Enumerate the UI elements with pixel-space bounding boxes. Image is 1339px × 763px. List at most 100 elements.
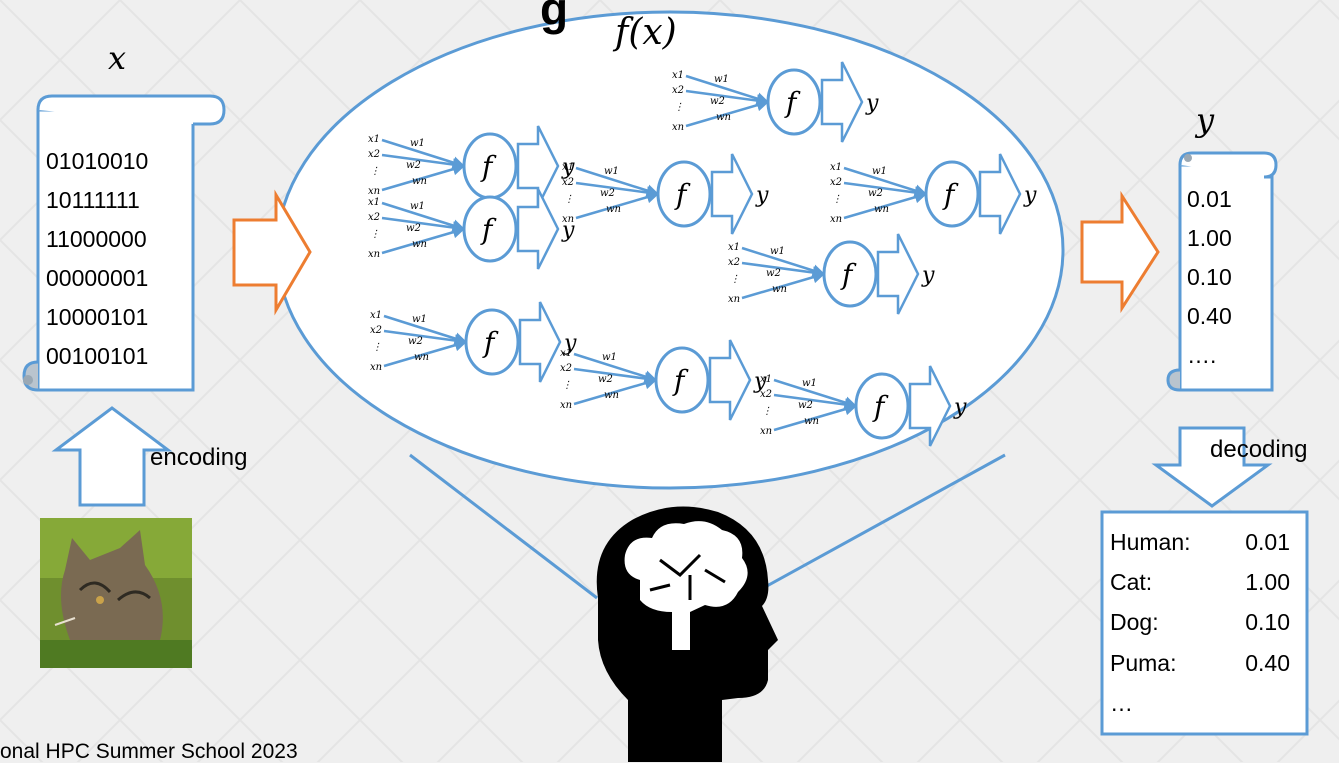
class-name: … — [1110, 690, 1133, 716]
weight-w2: w2 — [406, 160, 421, 171]
class-score: 0.10 — [1245, 609, 1290, 635]
input-bit-row: 10111111 — [46, 187, 140, 213]
input-bit-row: 00000001 — [46, 265, 149, 291]
input-dots: ⋮ — [832, 194, 842, 205]
weight-edge — [383, 314, 468, 345]
input-xn: xn — [560, 400, 572, 411]
weight-w1: w1 — [770, 246, 785, 257]
weight-w2: w2 — [710, 96, 725, 107]
output-y: y — [953, 395, 967, 420]
input-x2: x2 — [728, 257, 740, 268]
input-arrow — [232, 189, 312, 316]
input-x2: x2 — [760, 389, 772, 400]
weight-wn: wn — [804, 416, 819, 427]
weight-w2: w2 — [406, 223, 421, 234]
activation-node — [656, 160, 712, 228]
cat-photo — [40, 518, 192, 668]
weight-edge — [685, 74, 770, 105]
output-arrow-shape — [908, 365, 952, 447]
output-y: y — [561, 218, 575, 243]
class-name: Dog: — [1110, 609, 1159, 635]
weight-w2: w2 — [408, 336, 423, 347]
input-xn: xn — [562, 214, 574, 225]
output-arrow-shape — [710, 153, 754, 235]
input-bit-row: 01010010 — [46, 148, 149, 174]
encoding-label: encoding — [150, 444, 248, 471]
output-value: …. — [1187, 342, 1217, 368]
output-value: 0.01 — [1187, 186, 1232, 212]
input-xn: xn — [370, 362, 382, 373]
output-scroll — [1166, 151, 1278, 392]
weight-edge — [741, 261, 826, 279]
input-bit-row: 11000000 — [46, 226, 147, 252]
input-x2: x2 — [368, 149, 380, 160]
class-name: Puma: — [1110, 650, 1177, 676]
weight-w1: w1 — [410, 138, 425, 149]
weight-edge — [685, 99, 770, 128]
weight-edge — [773, 403, 858, 432]
weight-w1: w1 — [602, 352, 617, 363]
weight-edge — [741, 271, 826, 300]
input-xn: xn — [368, 186, 380, 197]
weight-edge — [575, 191, 660, 220]
activation-node — [854, 372, 910, 440]
weight-wn: wn — [412, 176, 427, 187]
output-y: y — [755, 183, 769, 208]
output-arrow-shape — [876, 233, 920, 315]
weight-edge — [381, 138, 466, 169]
output-arrow — [1080, 190, 1160, 314]
weight-wn: wn — [874, 204, 889, 215]
class-name: Cat: — [1110, 569, 1153, 595]
output-value: 0.10 — [1187, 264, 1232, 290]
weight-w2: w2 — [798, 400, 813, 411]
input-dots: ⋮ — [372, 342, 382, 353]
weight-wn: wn — [412, 239, 427, 250]
input-xn: xn — [728, 294, 740, 305]
output-y: y — [865, 91, 879, 116]
footer-text: onal HPC Summer School 2023 — [0, 740, 298, 763]
output-y: y — [563, 331, 577, 356]
class-score: 0.40 — [1245, 650, 1290, 676]
input-dots: ⋮ — [674, 102, 684, 113]
class-name: Human: — [1110, 529, 1191, 555]
input-x1: x1 — [368, 134, 380, 145]
weight-edge — [381, 226, 466, 255]
weight-edge — [575, 181, 660, 199]
function-label: f(x) — [615, 12, 677, 53]
input-x1: x1 — [760, 374, 772, 385]
decoding-label: decoding — [1210, 436, 1308, 463]
input-xn: xn — [672, 122, 684, 133]
weight-edge — [381, 153, 466, 171]
input-x2: x2 — [560, 363, 572, 374]
input-x2: x2 — [562, 177, 574, 188]
input-label: x — [108, 39, 127, 77]
zoom-line-right — [744, 453, 1006, 600]
weight-w1: w1 — [802, 378, 817, 389]
weight-edge — [575, 166, 660, 197]
classes-box — [1100, 510, 1309, 736]
input-xn: xn — [760, 426, 772, 437]
input-dots: ⋮ — [562, 380, 572, 391]
zoom-line-left — [409, 453, 598, 600]
input-x1: x1 — [562, 162, 574, 173]
input-x1: x1 — [370, 310, 382, 321]
weight-edge — [381, 201, 466, 232]
input-bit-row: 00100101 — [46, 343, 149, 369]
output-y: y — [1023, 183, 1037, 208]
output-label: y — [1196, 101, 1215, 139]
decoding-arrow — [1151, 426, 1273, 508]
input-dots: ⋮ — [564, 194, 574, 205]
weight-w1: w1 — [872, 166, 887, 177]
weight-edge — [685, 89, 770, 107]
encoding-arrow — [51, 406, 173, 507]
weight-w1: w1 — [412, 314, 427, 325]
output-arrow-shape — [708, 339, 752, 421]
output-y: y — [753, 369, 767, 394]
activation-node — [464, 308, 520, 376]
weight-w2: w2 — [868, 188, 883, 199]
